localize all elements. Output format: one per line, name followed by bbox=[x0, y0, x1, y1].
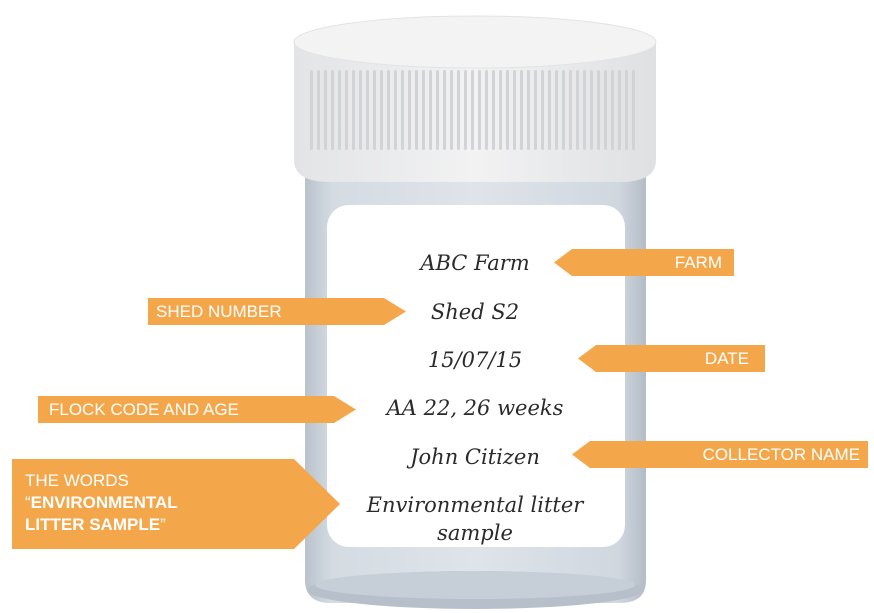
cap-ridge bbox=[387, 70, 390, 150]
cap-ridge bbox=[527, 70, 530, 150]
cap-ridge bbox=[604, 70, 607, 150]
flock-code-and-age-callout: FLOCK CODE AND AGE bbox=[38, 396, 356, 423]
cap-ridge bbox=[443, 70, 446, 150]
cap-ridge bbox=[457, 70, 460, 150]
open-quote: “ bbox=[25, 493, 31, 512]
cap-ridge bbox=[562, 70, 565, 150]
cap-ridge bbox=[576, 70, 579, 150]
cap-ridge bbox=[499, 70, 502, 150]
cap-ridge bbox=[317, 70, 320, 150]
words-callout-bold-1: ENVIRONMENTAL bbox=[30, 493, 178, 512]
shed-number-callout-label: SHED NUMBER bbox=[156, 302, 282, 321]
cap-ridge bbox=[471, 70, 474, 150]
cap-ridge bbox=[331, 70, 334, 150]
cap-ridge bbox=[401, 70, 404, 150]
words-callout-bold-2: LITTER SAMPLE bbox=[25, 515, 161, 534]
cap-ridge bbox=[590, 70, 593, 150]
collector-name-callout-label: COLLECTOR NAME bbox=[702, 445, 860, 464]
flock-value: AA 22, 26 weeks bbox=[386, 396, 564, 420]
sample-label-paper bbox=[327, 205, 625, 547]
cap-ridge bbox=[464, 70, 467, 150]
cap-ridge bbox=[366, 70, 369, 150]
collector-name-callout: COLLECTOR NAME bbox=[572, 441, 868, 468]
cap-ridge bbox=[541, 70, 544, 150]
words-callout-line3: LITTER SAMPLE” bbox=[25, 515, 166, 535]
cap-ridge bbox=[569, 70, 572, 150]
cap-ridge bbox=[583, 70, 586, 150]
close-quote: ” bbox=[160, 515, 166, 534]
cap-ridge bbox=[422, 70, 425, 150]
shed-value: Shed S2 bbox=[430, 300, 520, 324]
cap-ridge bbox=[450, 70, 453, 150]
cap-ridge bbox=[485, 70, 488, 150]
farm-callout-label: FARM bbox=[674, 253, 722, 272]
cap-ridge bbox=[324, 70, 327, 150]
cap-ridge bbox=[548, 70, 551, 150]
cap-ridge bbox=[380, 70, 383, 150]
cap-ridge bbox=[359, 70, 362, 150]
date-callout: DATE bbox=[578, 345, 765, 372]
words-callout-line1: THE WORDS bbox=[25, 471, 129, 490]
flock-code-and-age-callout-label: FLOCK CODE AND AGE bbox=[49, 400, 239, 419]
cap-ridge bbox=[373, 70, 376, 150]
date-value: 15/07/15 bbox=[427, 348, 523, 372]
cap-ridge bbox=[632, 70, 635, 150]
cap-ridge bbox=[618, 70, 621, 150]
cap-ridge bbox=[415, 70, 418, 150]
cap-ridge bbox=[506, 70, 509, 150]
farm-callout: FARM bbox=[554, 249, 734, 276]
words-callout-line2: “ENVIRONMENTAL bbox=[25, 493, 178, 513]
cap-ridge bbox=[597, 70, 600, 150]
cap-ridge bbox=[534, 70, 537, 150]
cap-ridge bbox=[555, 70, 558, 150]
cap-ridge bbox=[520, 70, 523, 150]
cap-ridge bbox=[394, 70, 397, 150]
cap-ridge bbox=[352, 70, 355, 150]
cap-ridge bbox=[408, 70, 411, 150]
shed-number-callout: SHED NUMBER bbox=[148, 298, 406, 325]
description-value: Environmental litter sample bbox=[366, 493, 584, 545]
cap-ridge bbox=[478, 70, 481, 150]
cap-ridge bbox=[492, 70, 495, 150]
words-callout: THE WORDS “ENVIRONMENTAL LITTER SAMPLE” bbox=[12, 459, 340, 549]
cap-ridge bbox=[436, 70, 439, 150]
farm-value: ABC Farm bbox=[420, 251, 530, 275]
cap-ridge bbox=[429, 70, 432, 150]
cap-ridge bbox=[338, 70, 341, 150]
cap-ridge bbox=[345, 70, 348, 150]
cap-ridge bbox=[611, 70, 614, 150]
cap-ridge bbox=[310, 70, 313, 150]
collector-value: John Citizen bbox=[410, 445, 540, 469]
cap-ridge bbox=[513, 70, 516, 150]
jar-cap bbox=[293, 15, 657, 182]
cap-ridge bbox=[625, 70, 628, 150]
date-callout-label: DATE bbox=[704, 349, 749, 368]
